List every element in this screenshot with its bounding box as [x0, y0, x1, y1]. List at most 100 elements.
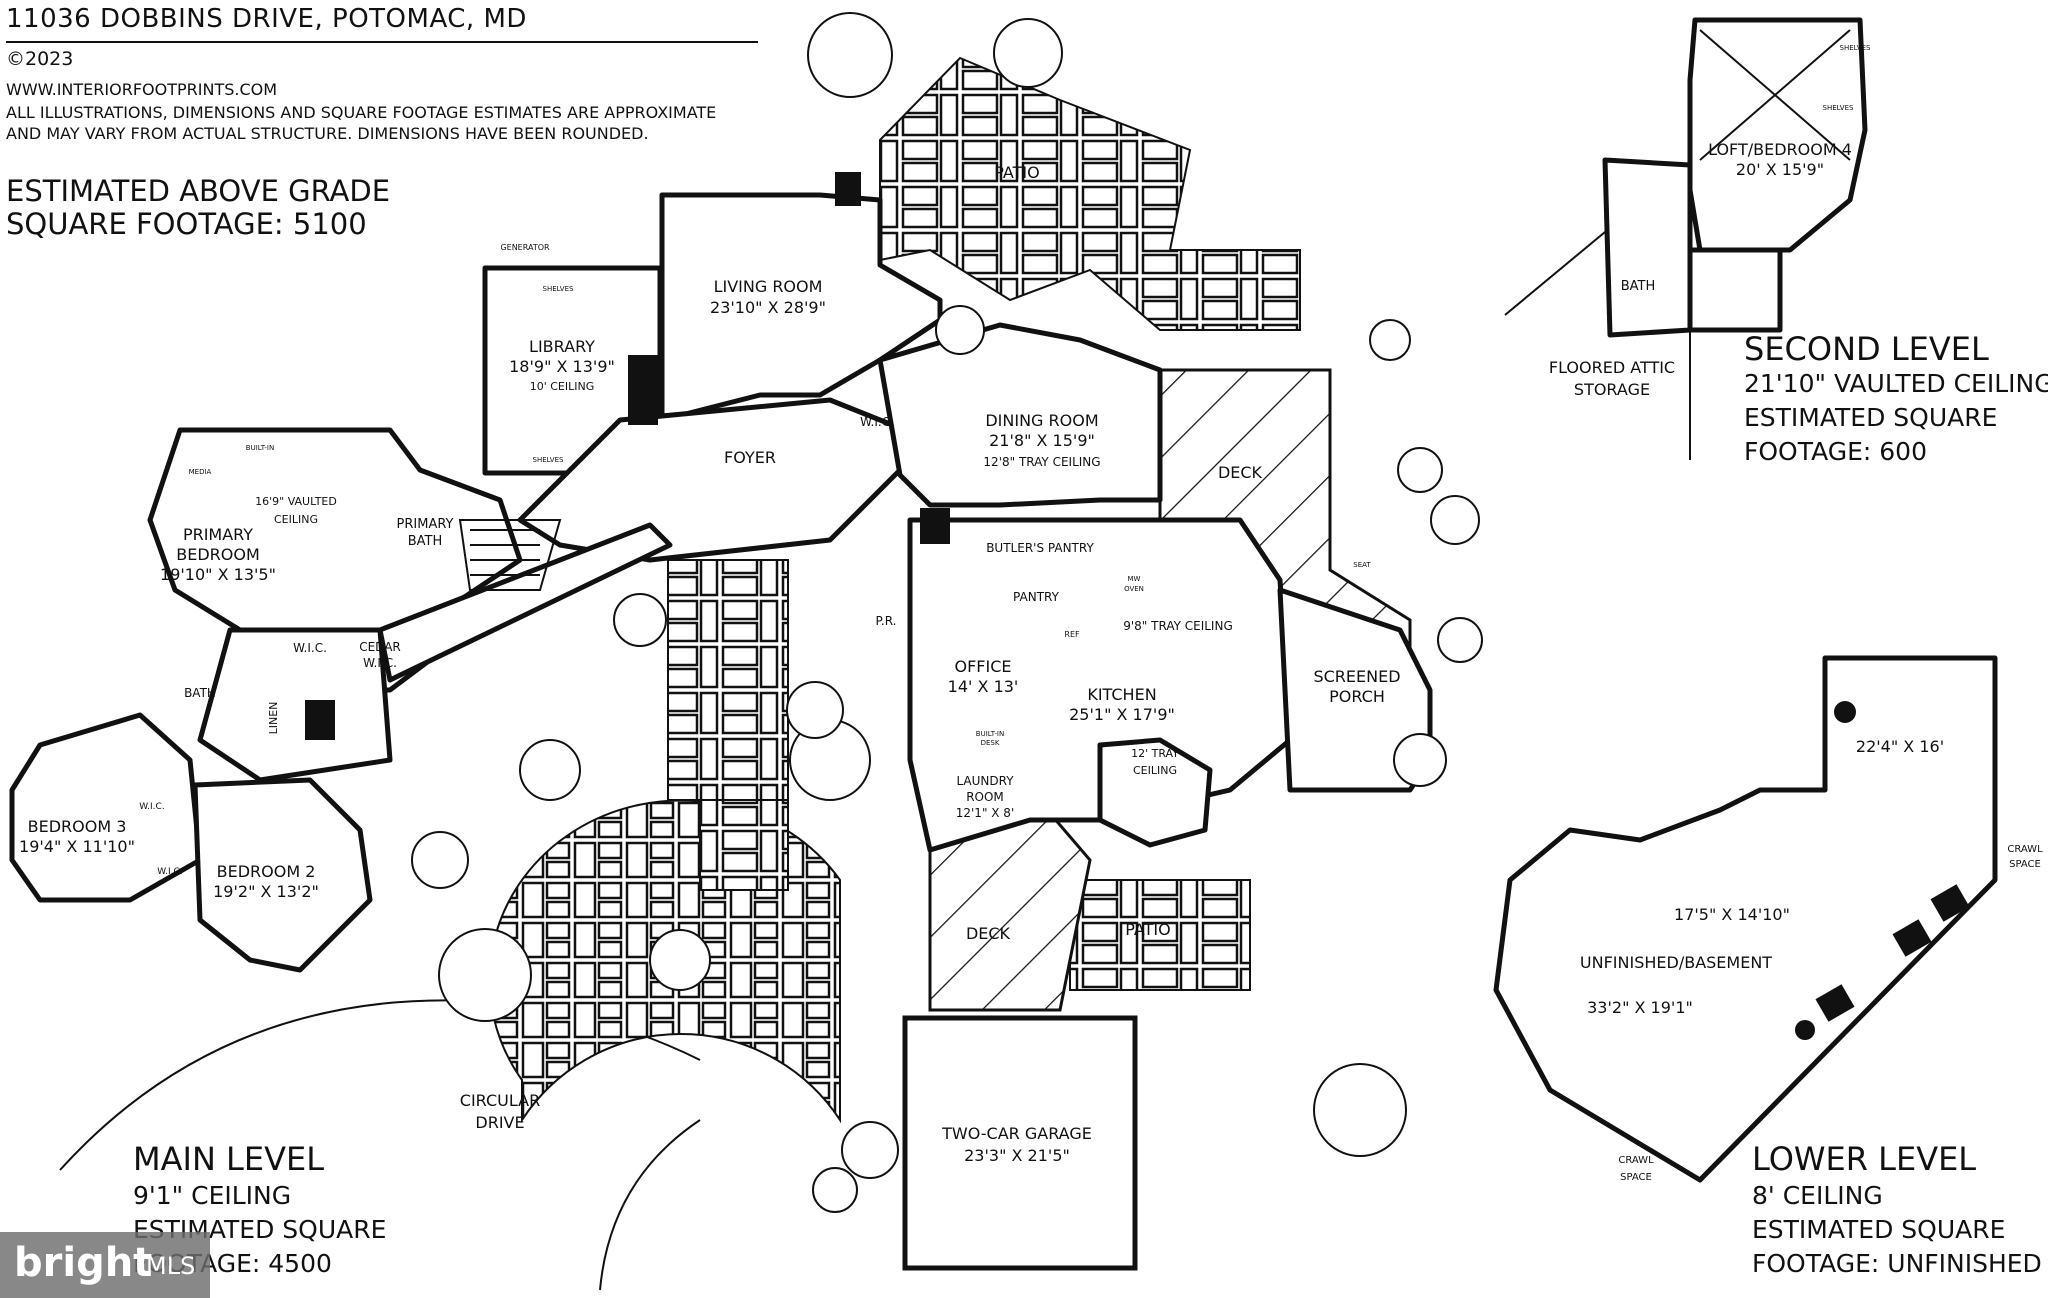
main-level-room-labels: PATIO LIVING ROOM 23'10" X 28'9" GENERAT… [19, 163, 1400, 1165]
label-butlers-pantry: BUTLER'S PANTRY [986, 541, 1094, 555]
label-garage-dim: 23'3" X 21'5" [964, 1146, 1070, 1165]
label-mw: MW [1128, 575, 1141, 583]
label-attic: FLOORED ATTIC [1549, 358, 1675, 377]
garage-outline [902, 1015, 1138, 1271]
lower-level-labels: 22'4" X 16' 17'5" X 14'10" UNFINISHED/BA… [1580, 737, 2043, 1183]
watermark-brand: bright [14, 1240, 153, 1286]
second-level-footage: FOOTAGE: 600 [1744, 437, 1927, 466]
label-living-dim: 23'10" X 28'9" [710, 298, 826, 317]
label-bedroom2-dim: 19'2" X 13'2" [213, 882, 319, 901]
bright-mls-watermark: bright MLS [0, 1232, 210, 1298]
disclaimer-line-2: AND MAY VARY FROM ACTUAL STRUCTURE. DIME… [6, 124, 649, 143]
label-porch: PORCH [1329, 687, 1385, 706]
lower-level-estimate: ESTIMATED SQUARE [1752, 1215, 2006, 1244]
label-crawl: CRAWL [2007, 844, 2043, 855]
lower-level-ceiling: 8' CEILING [1752, 1181, 1883, 1210]
lower-level-plan [1493, 655, 1998, 1183]
label-cedar-2: W.I.C. [363, 656, 397, 670]
label-loft: LOFT/BEDROOM 4 [1708, 140, 1852, 159]
label-office: OFFICE [955, 657, 1012, 676]
label-kitchen: KITCHEN [1087, 685, 1156, 704]
second-level-title: SECOND LEVEL [1744, 330, 1989, 368]
label-primary-dim: 19'10" X 13'5" [160, 565, 276, 584]
label-living-room: LIVING ROOM [714, 277, 823, 296]
label-lower-room-dim: 22'4" X 16' [1856, 737, 1944, 756]
label-builtin-desk-2: DESK [981, 739, 1000, 747]
label-wic-c: W.I.C. [157, 867, 182, 877]
label-wic-b: W.I.C. [139, 802, 164, 812]
label-laundry: LAUNDRY [956, 774, 1014, 788]
label-patio-top: PATIO [994, 163, 1039, 182]
label-shelves-b: SHELVES [533, 456, 564, 464]
label-bedroom2: BEDROOM 2 [217, 862, 316, 881]
label-linen: LINEN [267, 702, 280, 735]
label-bedroom3: BEDROOM 3 [28, 817, 127, 836]
label-cedar: CEDAR [359, 640, 401, 654]
label-primary-bedroom-2: BEDROOM [176, 545, 260, 564]
label-foyer: FOYER [724, 448, 776, 467]
lower-level-title: LOWER LEVEL [1752, 1140, 1977, 1178]
label-wic-primary: W.I.C. [293, 641, 327, 655]
watermark-suffix: MLS [146, 1252, 196, 1280]
label-dining-ceiling: 12'8" TRAY CEILING [983, 455, 1100, 469]
second-level-labels: LOFT/BEDROOM 4 20' X 15'9" BATH FLOORED … [1549, 44, 1871, 399]
label-oven: OVEN [1124, 585, 1144, 593]
main-level-ceiling: 9'1" CEILING [133, 1181, 292, 1210]
main-house-walls [9, 192, 1433, 973]
label-laundry-2: ROOM [966, 790, 1004, 804]
label-media: MEDIA [189, 468, 212, 476]
address-title: 11036 DOBBINS DRIVE, POTOMAC, MD [6, 4, 527, 34]
second-level-estimate: ESTIMATED SQUARE [1744, 403, 1998, 432]
label-ref: REF [1064, 630, 1080, 639]
label-pr: P.R. [876, 614, 897, 628]
label-primary-bedroom: PRIMARY [183, 525, 253, 544]
label-unfinished: UNFINISHED/BASEMENT [1580, 953, 1772, 972]
patio-bottom [1069, 879, 1251, 991]
label-kitchen-dim: 25'1" X 17'9" [1069, 705, 1175, 724]
label-drive: DRIVE [475, 1113, 524, 1132]
label-deck-bottom: DECK [966, 924, 1011, 943]
paver-walkway [488, 559, 841, 1124]
label-lower-room2-dim: 17'5" X 14'10" [1674, 905, 1790, 924]
label-crawl-2: SPACE [2009, 859, 2041, 870]
label-built-in: BUILT-IN [246, 444, 274, 452]
label-primary-bath-2: BATH [408, 534, 443, 549]
label-office-dim: 14' X 13' [948, 677, 1019, 696]
website: WWW.INTERIORFOOTPRINTS.COM [6, 80, 278, 99]
label-tray12-2: CEILING [1133, 764, 1177, 777]
label-shelves-d: SHELVES [1823, 104, 1854, 112]
label-laundry-dim: 12'1" X 8' [956, 806, 1015, 820]
label-shelves-c: SHELVES [1840, 44, 1871, 52]
label-pantry: PANTRY [1013, 590, 1060, 604]
label-builtin-desk: BUILT-IN [976, 730, 1004, 738]
label-wic-dining: W.I.C. [860, 415, 894, 429]
second-level-lines [1504, 29, 1851, 460]
label-unfinished-dim: 33'2" X 19'1" [1587, 998, 1693, 1017]
second-level-plan [1602, 17, 1868, 338]
tree-cluster [411, 12, 1483, 1213]
label-loft-dim: 20' X 15'9" [1736, 160, 1824, 179]
label-kitchen-tray: 9'8" TRAY CEILING [1123, 619, 1233, 633]
label-seat: SEAT [1353, 561, 1371, 569]
label-tray12: 12' TRAY [1131, 747, 1179, 760]
label-vaulted-2: CEILING [274, 513, 318, 526]
label-generator: GENERATOR [500, 243, 550, 252]
estimate-line-2: SQUARE FOOTAGE: 5100 [6, 207, 367, 241]
main-level-title: MAIN LEVEL [133, 1140, 325, 1178]
copyright: ©2023 [6, 48, 74, 70]
label-dining: DINING ROOM [985, 411, 1098, 430]
label-patio-bottom: PATIO [1125, 920, 1170, 939]
estimate-line-1: ESTIMATED ABOVE GRADE [6, 174, 391, 208]
fireplaces [305, 172, 950, 740]
label-bath-upper: BATH [1621, 279, 1656, 294]
label-library-dim: 18'9" X 13'9" [509, 357, 615, 376]
label-screened: SCREENED [1313, 667, 1400, 686]
lower-level-footage: FOOTAGE: UNFINISHED [1752, 1249, 2042, 1278]
label-dining-dim: 21'8" X 15'9" [989, 431, 1095, 450]
label-crawl-b-2: SPACE [1620, 1172, 1652, 1183]
main-stairs [458, 519, 562, 591]
lower-level-details [1795, 701, 1970, 1040]
patio-top [879, 56, 1301, 331]
second-level-ceiling: 21'10" VAULTED CEILING [1744, 369, 2048, 398]
